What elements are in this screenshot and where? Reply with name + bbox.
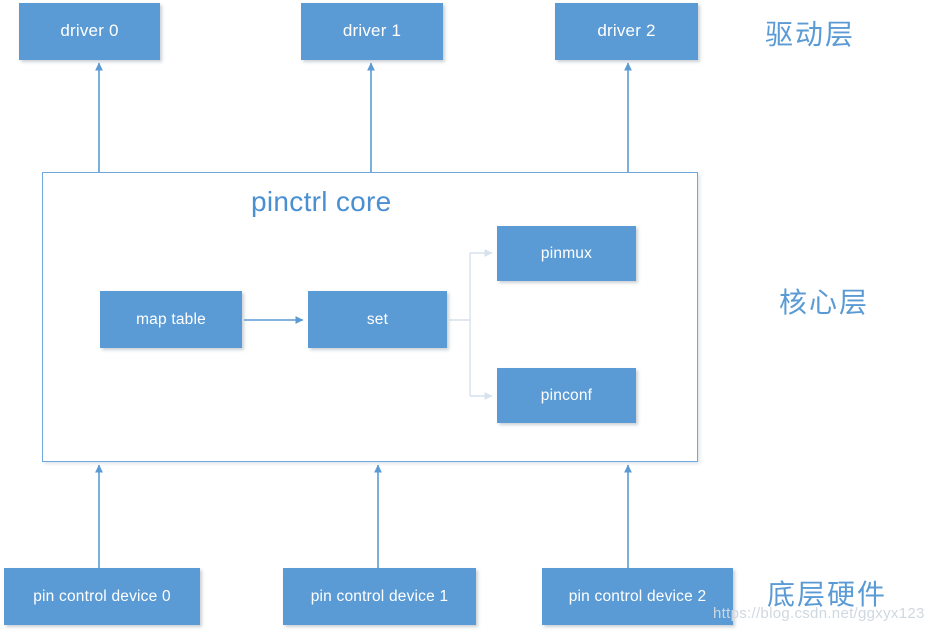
node-driver-2-label: driver 2 <box>597 21 656 41</box>
arrows-devices-to-core <box>95 464 632 568</box>
node-driver-1[interactable]: driver 1 <box>301 3 443 60</box>
layer-label-hardware: 底层硬件 <box>767 579 888 610</box>
node-pinconf[interactable]: pinconf <box>497 368 636 423</box>
node-pinmux[interactable]: pinmux <box>497 226 636 281</box>
node-set[interactable]: set <box>308 291 447 348</box>
node-pin-control-device-0-label: pin control device 0 <box>33 587 171 605</box>
pinctrl-core-box <box>42 172 698 462</box>
node-driver-1-label: driver 1 <box>342 21 402 41</box>
node-driver-0[interactable]: driver 0 <box>19 3 160 60</box>
node-pin-control-device-2-label: pin control device 2 <box>568 587 707 605</box>
node-driver-0-label: driver 0 <box>60 21 119 41</box>
node-pin-control-device-1[interactable]: pin control device 1 <box>283 568 476 625</box>
node-set-label: set <box>366 310 389 328</box>
node-pin-control-device-1-label: pin control device 1 <box>310 587 449 605</box>
node-pinmux-label: pinmux <box>540 244 593 262</box>
node-pinconf-label: pinconf <box>540 386 593 404</box>
arrows-core-to-drivers <box>95 62 632 172</box>
layer-label-driver: 驱动层 <box>765 19 856 50</box>
node-pin-control-device-2[interactable]: pin control device 2 <box>542 568 733 625</box>
pinctrl-core-title: pinctrl core <box>251 186 392 217</box>
watermark-text: https://blog.csdn.net/ggxyx123 <box>713 605 925 622</box>
node-map-table[interactable]: map table <box>100 291 242 348</box>
node-pin-control-device-0[interactable]: pin control device 0 <box>4 568 200 625</box>
layer-label-core: 核心层 <box>779 287 870 318</box>
node-driver-2[interactable]: driver 2 <box>555 3 698 60</box>
node-map-table-label: map table <box>136 310 206 328</box>
